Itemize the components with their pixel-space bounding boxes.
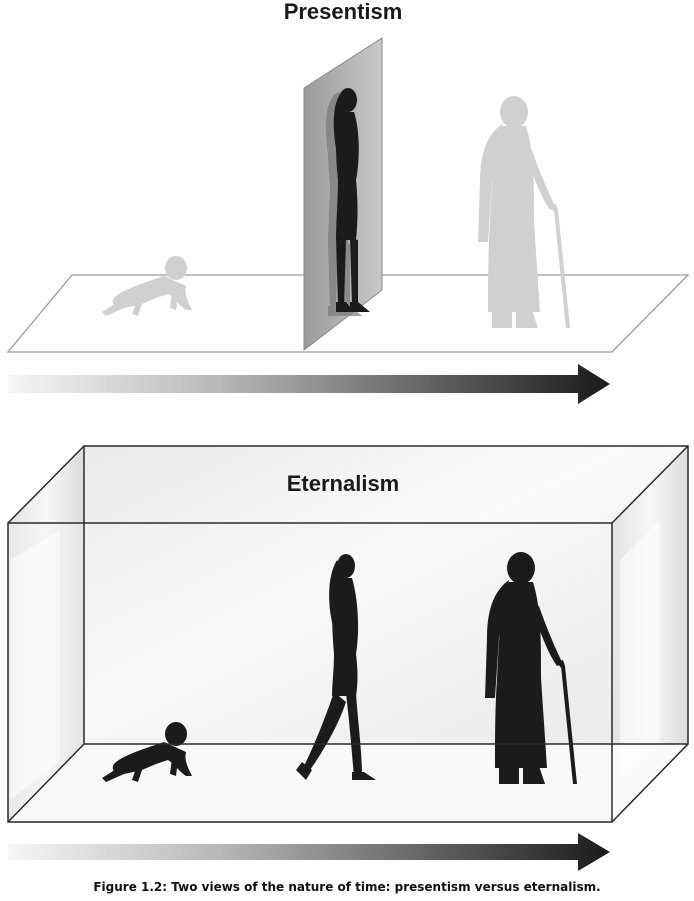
figure-caption: Figure 1.2: Two views of the nature of t…: [93, 880, 601, 894]
presentism-panel: Presentism: [6, 0, 690, 404]
presentism-time-arrow: [8, 364, 610, 404]
box-back-wall: [84, 446, 688, 744]
eternalism-title: Eternalism: [287, 471, 400, 496]
glass-sheen: [10, 530, 60, 800]
eternalism-time-arrow: [8, 833, 610, 871]
box-edges: [7, 445, 689, 823]
presentism-title: Presentism: [284, 0, 403, 24]
glass-sheen: [620, 520, 660, 780]
eternalism-panel: Eternalism: [7, 445, 689, 871]
